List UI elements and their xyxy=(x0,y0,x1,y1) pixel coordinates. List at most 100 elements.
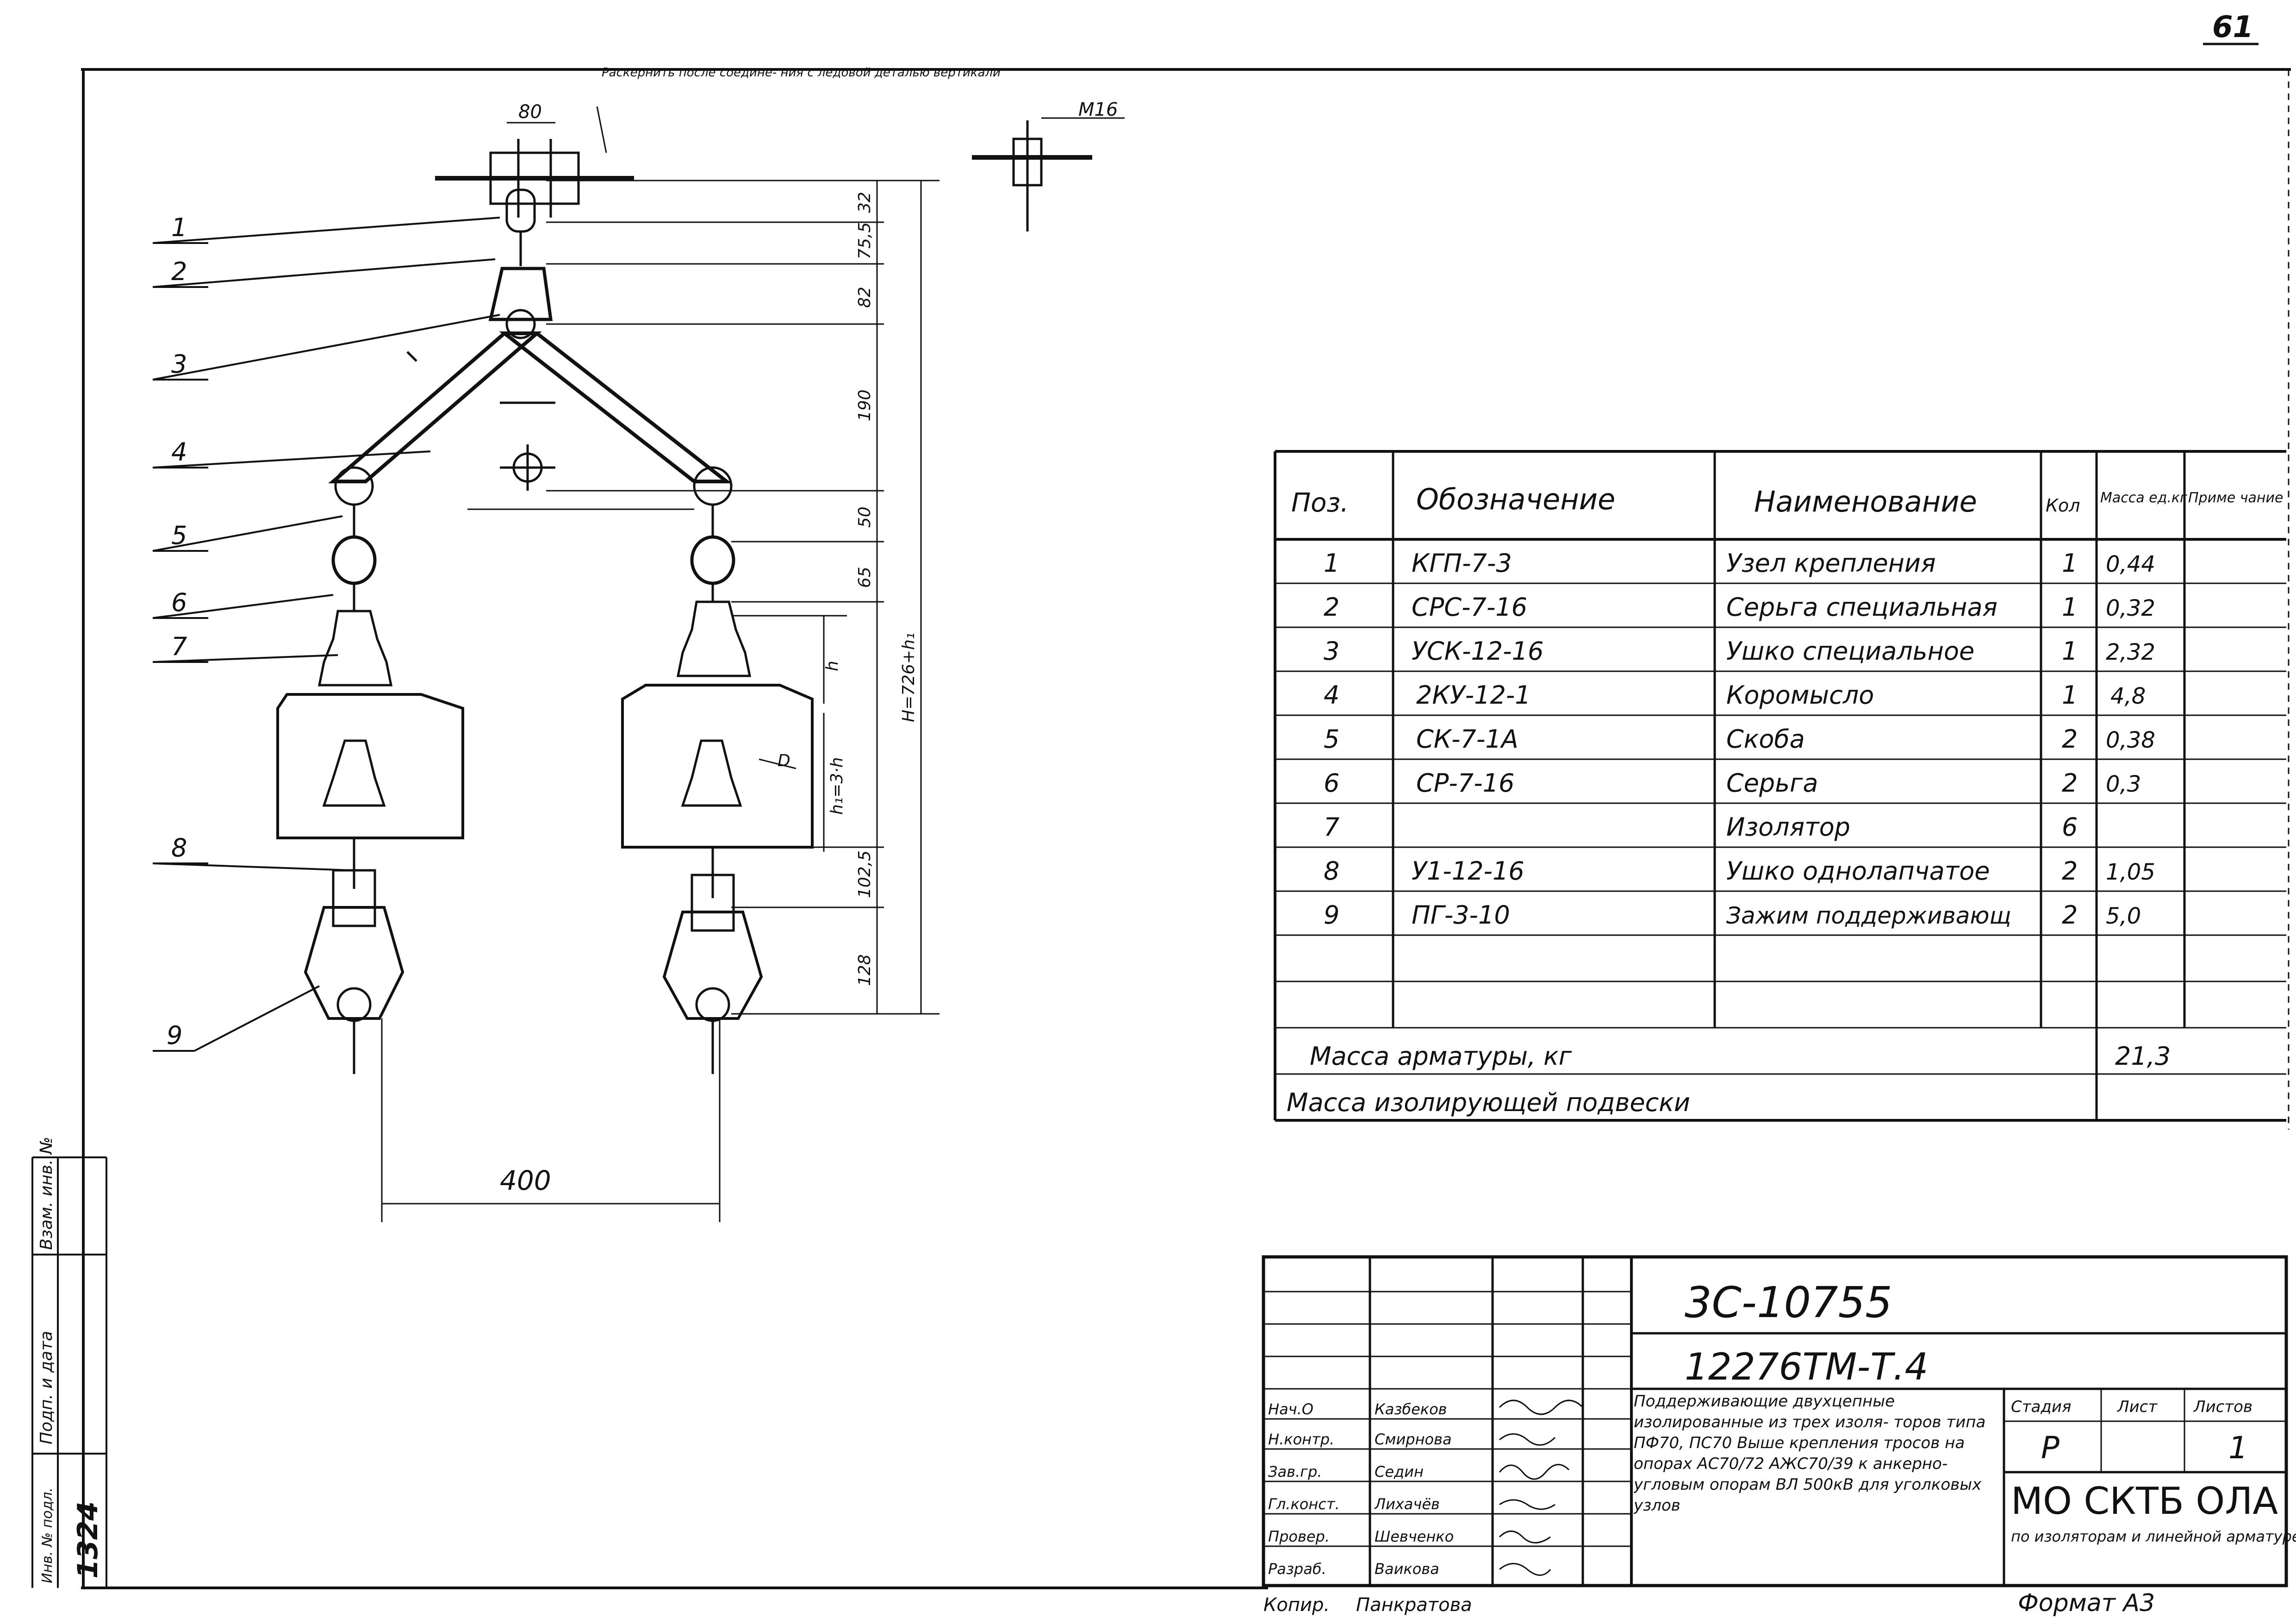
table-row: 3 УСК-12-16 Ушко специальное 1 2,32 xyxy=(1324,637,2155,666)
name-6: Ваикова xyxy=(1375,1560,1439,1578)
callout-1: 1 xyxy=(171,213,187,242)
callout-2: 2 xyxy=(171,257,187,286)
row-name: Серьга специальная xyxy=(1726,593,1997,622)
row-mass: 0,3 xyxy=(2106,771,2141,797)
header-code: Обозначение xyxy=(1416,482,1615,516)
sheets-value: 1 xyxy=(2228,1430,2248,1466)
side-stamp-inv-dup: Инв. № подл. xyxy=(39,1487,56,1583)
table-row: 2 СРС-7-16 Серьга специальная 1 0,32 xyxy=(1324,593,2155,622)
callout-3: 3 xyxy=(171,350,187,379)
suspension-assembly-drawing xyxy=(152,106,1125,1222)
sheets-label: Листов xyxy=(2193,1398,2252,1416)
dim-65: 65 xyxy=(855,567,874,588)
role-6: Разраб. xyxy=(1268,1560,1326,1578)
row-qty: 2 xyxy=(2062,768,2078,798)
role-1: Нач.О xyxy=(1268,1400,1313,1418)
row-code: УСК-12-16 xyxy=(1412,637,1543,666)
dim-82: 82 xyxy=(855,287,874,308)
format-label: Формат А3 xyxy=(2018,1589,2155,1617)
callout-9: 9 xyxy=(167,1021,182,1050)
dimension-80: 80 xyxy=(518,101,542,123)
row-name: Серьга xyxy=(1726,768,1818,798)
row-qty: 1 xyxy=(2062,637,2078,666)
row-code: КГП-7-3 xyxy=(1412,549,1512,578)
page-number: 61 xyxy=(2212,10,2253,44)
document-description: Поддерживающие двухцепные изолированные … xyxy=(1634,1392,1986,1515)
row-mass: 2,32 xyxy=(2106,639,2155,665)
row-name: Ушко однолапчатое xyxy=(1726,856,1990,886)
row-qty: 2 xyxy=(2062,900,2078,930)
row-name: Узел крепления xyxy=(1726,549,1936,578)
dim-H: H=726+h₁ xyxy=(899,633,918,722)
row-mass: 0,44 xyxy=(2106,551,2155,577)
stage-label: Стадия xyxy=(2011,1398,2071,1416)
name-5: Шевченко xyxy=(1375,1528,1454,1545)
row-qty: 1 xyxy=(2062,681,2078,710)
table-row: 9 ПГ-3-10 Зажим поддерживающ 2 5,0 xyxy=(1324,900,2141,930)
dimension-400: 400 xyxy=(500,1165,551,1196)
role-3: Зав.гр. xyxy=(1268,1463,1322,1480)
name-3: Седин xyxy=(1375,1463,1424,1480)
callout-6: 6 xyxy=(171,588,187,617)
row-pos: 3 xyxy=(1324,637,1339,666)
dim-50: 50 xyxy=(855,506,874,528)
table-row: 6 СР-7-16 Серьга 2 0,3 xyxy=(1324,768,2141,798)
row-name: Коромысло xyxy=(1726,681,1874,710)
dim-102-5: 102,5 xyxy=(855,850,874,898)
row-pos: 2 xyxy=(1324,593,1339,622)
table-row: 5 СК-7-1А Скоба 2 0,38 xyxy=(1324,725,2155,754)
side-stamp xyxy=(31,1156,107,1588)
project-code: 12276ТМ-Т.4 xyxy=(1685,1345,1928,1388)
row-qty: 6 xyxy=(2062,812,2078,842)
row-pos: 1 xyxy=(1324,549,1339,578)
row-code: У1-12-16 xyxy=(1412,856,1524,886)
header-name: Наименование xyxy=(1754,485,1977,518)
dim-75-5: 75,5 xyxy=(855,222,874,259)
side-stamp-number: 1324 xyxy=(72,1501,104,1579)
role-4: Гл.конст. xyxy=(1268,1495,1340,1513)
dim-h1: h₁=3·h xyxy=(828,757,846,815)
row-pos: 7 xyxy=(1324,812,1339,842)
signature-scribbles xyxy=(1499,1399,1584,1576)
row-code: СК-7-1А xyxy=(1416,725,1518,754)
m16-label: М16 xyxy=(1078,99,1118,120)
assembly-note: Раскернить после соедине- ния с ледовой … xyxy=(602,66,1001,80)
row-name: Скоба xyxy=(1726,725,1805,754)
organization: МО СКТБ ОЛА xyxy=(2011,1480,2278,1523)
callout-8: 8 xyxy=(171,833,187,862)
row-mass: 4,8 xyxy=(2110,683,2146,709)
row-name: Ушко специальное xyxy=(1726,637,1974,666)
row-mass: 1,05 xyxy=(2106,859,2155,885)
side-stamp-sign-date: Подп. и дата xyxy=(37,1331,56,1444)
dim-32: 32 xyxy=(855,192,874,213)
role-2: Н.контр. xyxy=(1268,1430,1334,1448)
row-pos: 5 xyxy=(1324,725,1339,754)
header-note: Приме чание xyxy=(2188,490,2283,506)
header-pos: Поз. xyxy=(1291,488,1349,518)
copier-name: Панкратова xyxy=(1356,1594,1472,1616)
sheet-label: Лист xyxy=(2116,1398,2158,1416)
organization-sub: по изоляторам и линейной арматуре xyxy=(2011,1528,2296,1545)
header-mass: Масса ед.кг xyxy=(2100,490,2187,506)
vertical-dimensions: 32 75,5 82 190 50 65 102,5 128 h h₁=3·h … xyxy=(778,192,918,986)
signature-names: Казбеков Смирнова Седин Лихачёв Шевченко… xyxy=(1374,1400,1454,1578)
table-row: 7 Изолятор 6 xyxy=(1324,812,2078,842)
drawing-labels: 1 2 3 4 5 6 7 8 9 xyxy=(167,213,187,1050)
spec-table-grid xyxy=(1274,450,2286,1122)
table-row: 4 2КУ-12-1 Коромысло 1 4,8 xyxy=(1324,681,2146,710)
signature-roles: Нач.О Н.контр. Зав.гр. Гл.конст. Провер.… xyxy=(1268,1400,1340,1578)
side-stamp-inv-orig: Взам. инв. № xyxy=(37,1137,56,1250)
dim-190: 190 xyxy=(855,389,874,421)
table-row: 1 КГП-7-3 Узел крепления 1 0,44 xyxy=(1324,549,2155,578)
row-name: Зажим поддерживающ xyxy=(1726,902,2011,929)
row-code: ПГ-3-10 xyxy=(1412,900,1510,930)
dim-h: h xyxy=(823,661,842,671)
mass-armature-label: Масса арматуры, кг xyxy=(1310,1042,1572,1071)
row-mass: 0,32 xyxy=(2106,595,2155,621)
spec-table-headers: Поз. Обозначение Наименование Кол Масса … xyxy=(1291,482,2283,518)
spec-table-rows: 1 КГП-7-3 Узел крепления 1 0,44 2 СРС-7-… xyxy=(1324,549,2155,930)
row-code: СРС-7-16 xyxy=(1412,593,1527,622)
row-qty: 2 xyxy=(2062,856,2078,886)
mass-armature-value: 21,3 xyxy=(2115,1042,2171,1071)
row-qty: 2 xyxy=(2062,725,2078,754)
